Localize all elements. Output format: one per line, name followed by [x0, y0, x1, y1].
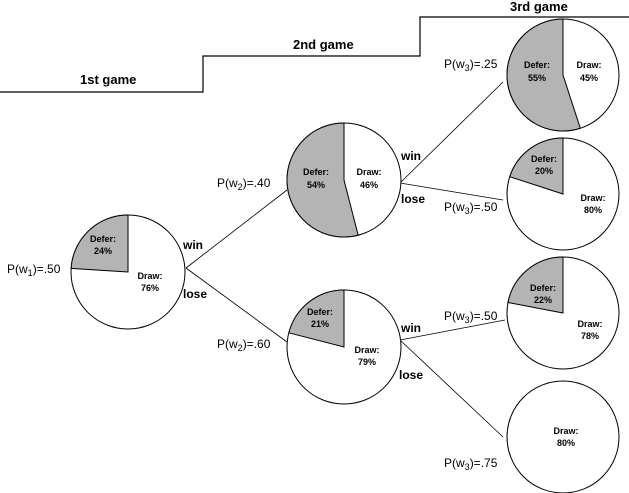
pie-game-2-win-defer-label: Defer: [303, 167, 329, 177]
edge-label-g2b-win: win [400, 321, 421, 335]
pie-game-2-win-draw-label: Draw: [356, 167, 381, 177]
edge-label-g1-lose: lose [183, 287, 207, 301]
pie-game-3-lose-lose-draw-label: Draw: [553, 426, 578, 436]
pie-game-2-lose-draw-label: Draw: [354, 345, 379, 355]
pie-game-3-win-win-defer-label: Defer: [524, 60, 550, 70]
pie-game-3-win-win-draw-label: Draw: [576, 60, 601, 70]
pie-game-3-lose-lose-draw-value: 80% [557, 438, 575, 448]
prob-label-g1: P(w1)=.50 [7, 262, 61, 278]
pie-game-3-win-lose-defer-label: Defer: [531, 154, 557, 164]
pie-game-3-lose-win-defer-slice [507, 256, 564, 314]
prob-label-g3-lose-win: P(w3)=.50 [444, 309, 498, 325]
pie-game-2-lose-draw-value: 79% [358, 357, 376, 367]
connector-g2b-win [399, 319, 506, 341]
game-staircase-line [0, 16, 629, 93]
edge-label-g1-win: win [182, 238, 203, 252]
edge-label-g2a-lose: lose [401, 192, 425, 206]
pie-game-3-win-win-defer-value: 55% [528, 73, 546, 83]
header-game-2: 2nd game [293, 37, 354, 52]
pie-game-3-win-lose-draw-value: 80% [584, 205, 602, 215]
edge-label-g2a-win: win [400, 149, 421, 163]
tree-connectors [185, 81, 506, 438]
pie-game-2-lose-defer-label: Defer: [307, 307, 333, 317]
connector-g2b-lose [399, 339, 504, 438]
connector-g2a-win [399, 81, 504, 184]
pie-game-3-win-lose-defer-value: 20% [535, 166, 553, 176]
prob-label-g3-lose-lose: P(w3)=.75 [444, 456, 498, 472]
pie-game-3-win-lose-defer-slice [509, 137, 564, 195]
pie-game-3-lose-lose: Draw: 80% [506, 380, 620, 493]
connector-g2a-lose [399, 182, 504, 201]
connector-g1-lose [185, 267, 288, 343]
pie-game-3-win-win-defer-slice [506, 18, 581, 132]
prob-label-g2-after-lose: P(w2)=.60 [217, 337, 271, 353]
pie-game-3-win-win: Defer: 55% Draw: 45% [506, 18, 620, 132]
pie-game-1: Defer: 24% Draw: 76% [70, 214, 186, 330]
prob-label-g3-win-lose: P(w3)=.50 [444, 200, 498, 216]
pie-game-3-lose-win: Defer: 22% Draw: 78% [506, 256, 620, 370]
pie-game-3-win-lose-draw-label: Draw: [580, 193, 605, 203]
pie-game-1-defer-value: 24% [94, 246, 112, 256]
pie-game-3-lose-win-defer-label: Defer: [530, 283, 556, 293]
pie-game-2-lose-defer-slice [288, 289, 345, 348]
prob-label-g3-win-win: P(w3)=.25 [444, 57, 498, 73]
pie-game-1-draw-value: 76% [141, 283, 159, 293]
pie-game-3-lose-lose-draw-slice [506, 380, 620, 493]
pie-game-3-win-win-draw-value: 45% [580, 73, 598, 83]
prob-label-g2-after-win: P(w2)=.40 [217, 176, 271, 192]
pie-game-3-lose-win-draw-label: Draw: [577, 319, 602, 329]
pie-game-1-defer-label: Defer: [90, 234, 116, 244]
pie-game-2-lose-defer-value: 21% [311, 319, 329, 329]
pie-game-2-lose: Defer: 21% Draw: 79% [286, 289, 402, 405]
pie-game-2-win-draw-value: 46% [360, 180, 378, 190]
pie-game-2-win: Defer: 54% Draw: 46% [286, 122, 402, 238]
pie-game-2-win-defer-slice [286, 122, 359, 238]
pie-game-3-lose-win-defer-value: 22% [534, 295, 552, 305]
connector-g1-win [185, 189, 288, 269]
edge-label-g2b-lose: lose [399, 368, 423, 382]
pie-game-1-defer-slice [70, 214, 129, 273]
pie-game-3-lose-win-draw-value: 78% [581, 331, 599, 341]
pie-game-3-win-lose: Defer: 20% Draw: 80% [506, 137, 620, 251]
header-game-1: 1st game [80, 72, 136, 87]
header-game-3: 3rd game [510, 0, 568, 14]
pie-game-2-win-defer-value: 54% [307, 180, 325, 190]
pie-game-1-draw-label: Draw: [137, 271, 162, 281]
